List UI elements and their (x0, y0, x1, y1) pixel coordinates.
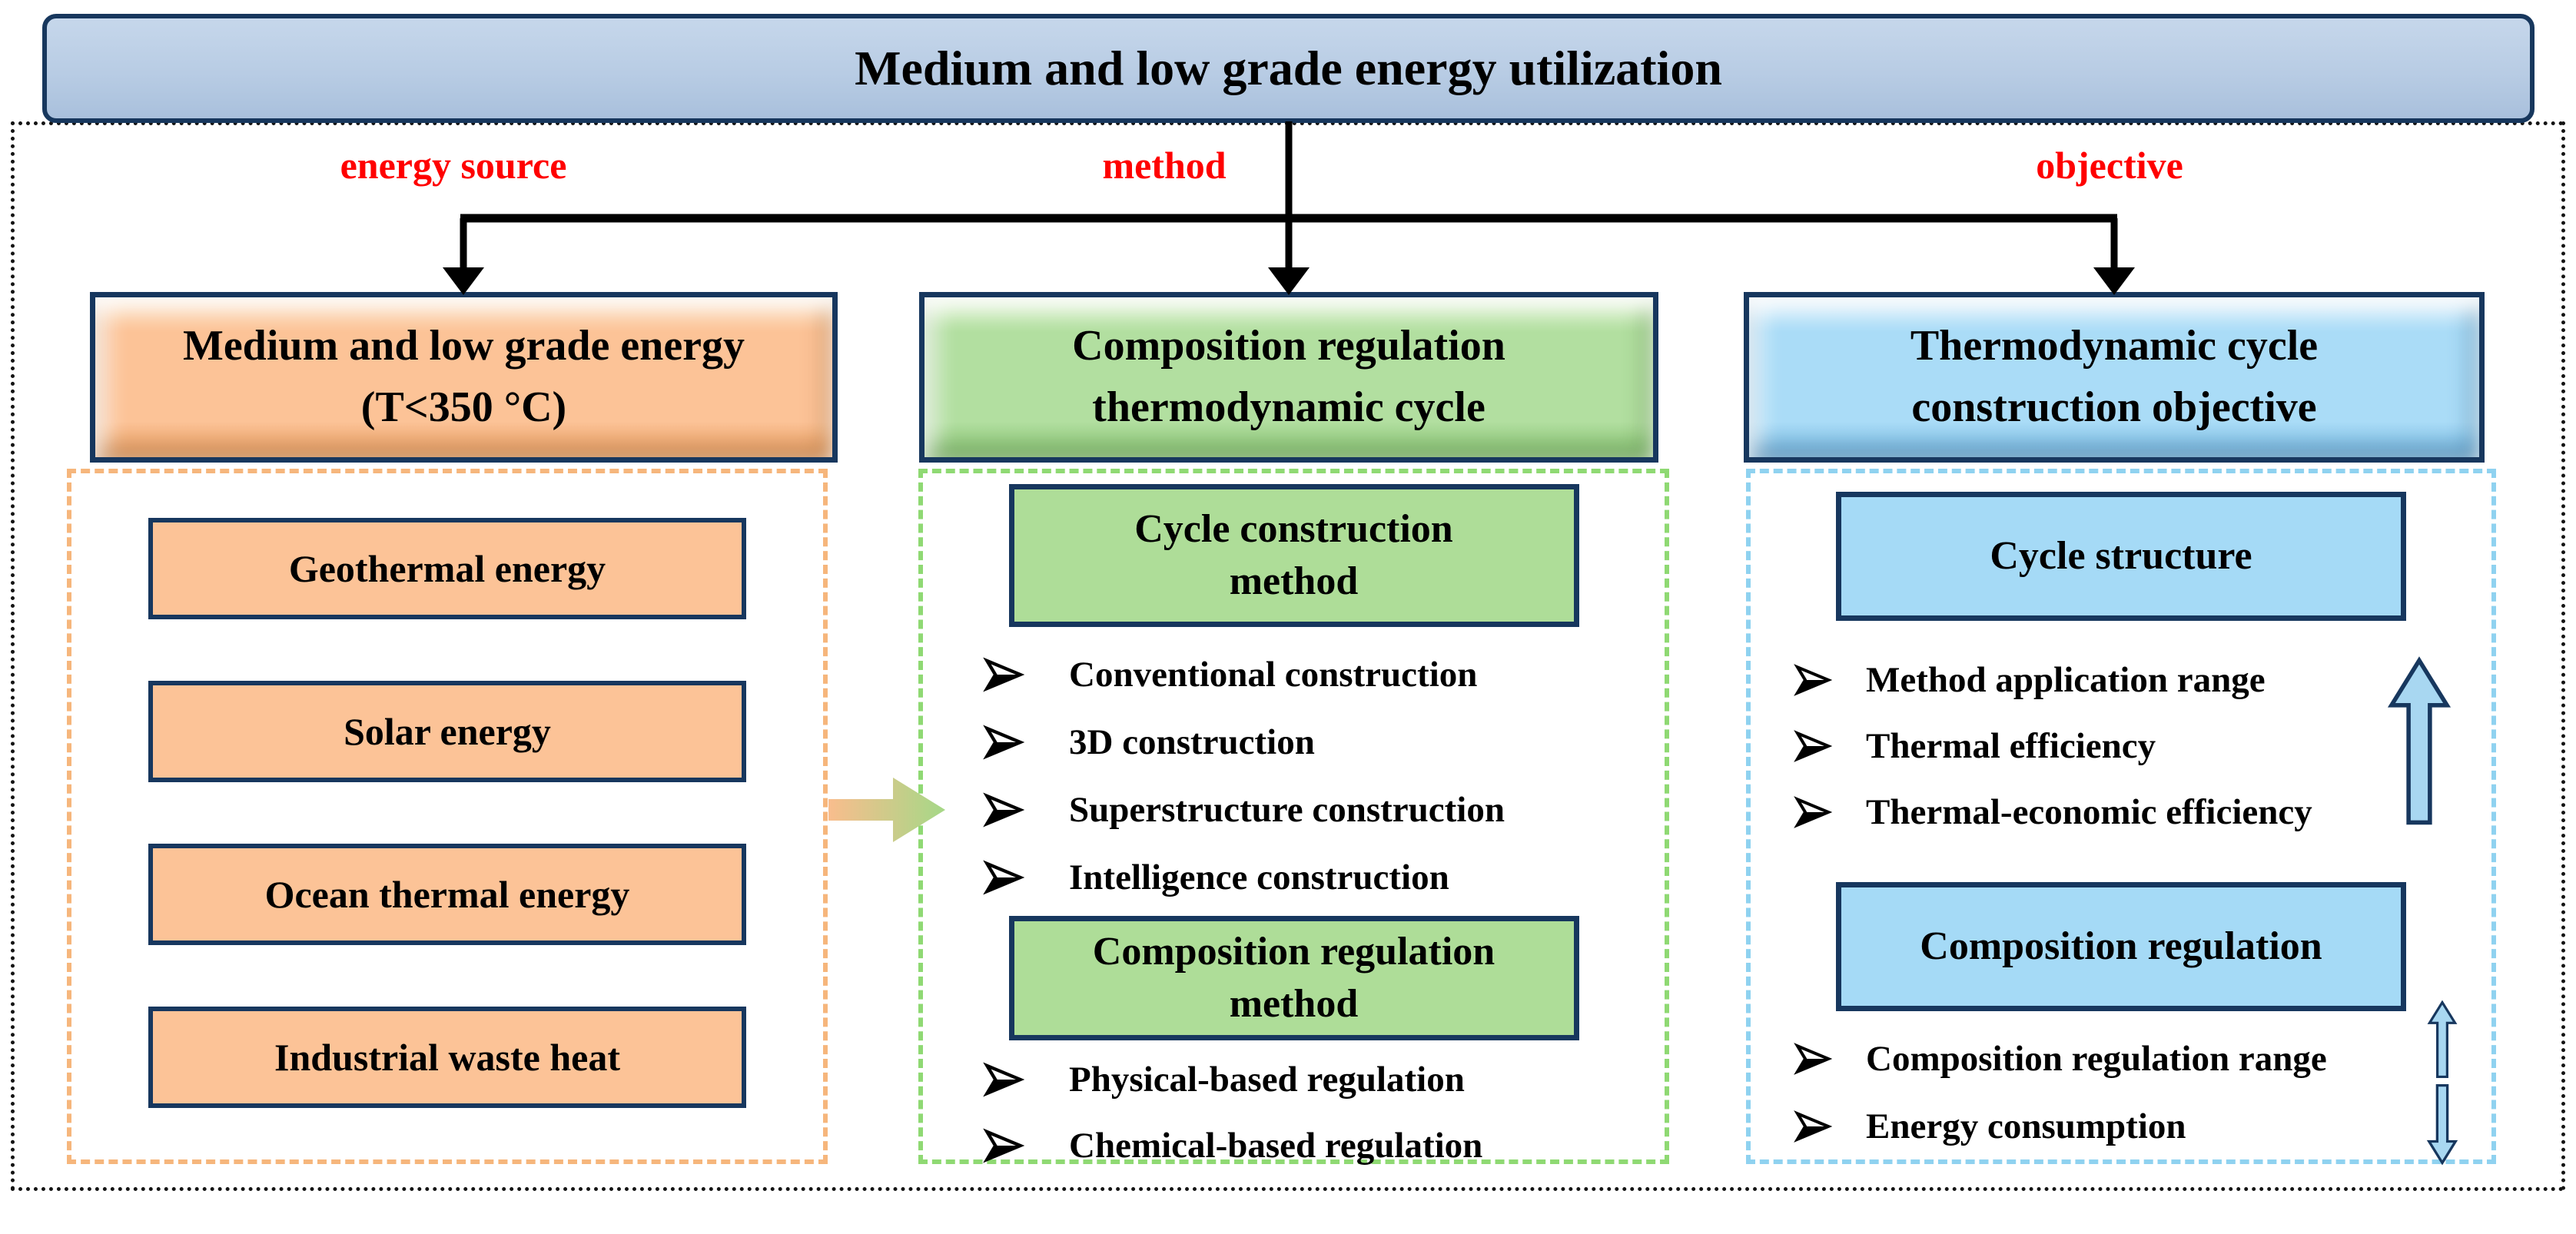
bullet-text: Thermal-economic efficiency (1866, 792, 2312, 832)
cycle-structure-bullet-list: Method application range Thermal efficie… (1751, 647, 2491, 845)
energy-source-item: Solar energy (148, 681, 746, 782)
bullet-text: Method application range (1866, 660, 2266, 700)
bullet-arrow-icon (1794, 1043, 1832, 1075)
energy-source-header-line2: (T<350 °C) (360, 383, 567, 431)
bullet-row: 3D construction (923, 708, 1665, 776)
bullet-text: Thermal efficiency (1866, 726, 2156, 766)
bullet-text: Intelligence construction (1069, 857, 1449, 897)
bullet-row: Chemical-based regulation (923, 1113, 1665, 1179)
diagram-title-bar: Medium and low grade energy utilization (42, 14, 2535, 123)
composition-regulation-heading-box: Composition regulation (1836, 882, 2406, 1011)
bullet-text: Composition regulation range (1866, 1039, 2327, 1079)
energy-source-item: Geothermal energy (148, 518, 746, 619)
method-header-line1: Composition regulation (1072, 322, 1505, 370)
method-header-box: Composition regulation thermodynamic cyc… (919, 292, 1658, 463)
heading-line: Composition regulation (1920, 924, 2322, 969)
branch-label-energy-source: energy source (340, 144, 567, 187)
objective-header-line2: construction objective (1911, 383, 2317, 431)
bullet-arrow-icon (983, 1062, 1024, 1097)
energy-source-header-box: Medium and low grade energy (T<350 °C) (90, 292, 838, 463)
bullet-row: Composition regulation range (1751, 1025, 2491, 1093)
heading-line: Cycle structure (1990, 534, 2252, 579)
energy-source-panel: Geothermal energy Solar energy Ocean the… (67, 469, 828, 1164)
bullet-text: Physical-based regulation (1069, 1060, 1465, 1100)
bullet-row: Physical-based regulation (923, 1047, 1665, 1113)
bullet-arrow-icon (983, 860, 1024, 895)
composition-regulation-method-heading-box: Composition regulation method (1008, 916, 1579, 1040)
composition-regulation-objective-bullet-list: Composition regulation range Energy cons… (1751, 1025, 2491, 1160)
bullet-text: Chemical-based regulation (1069, 1126, 1483, 1166)
objective-panel: Cycle structure Method application range… (1746, 469, 2496, 1165)
bullet-text: 3D construction (1069, 722, 1315, 762)
bullet-arrow-icon (1794, 1110, 1832, 1143)
up-arrow-icon (2387, 656, 2452, 825)
energy-source-item: Industrial waste heat (148, 1007, 746, 1108)
heading-line: method (1229, 982, 1359, 1026)
bullet-row: Thermal efficiency (1751, 713, 2491, 779)
heading-line: Composition regulation (1092, 930, 1495, 974)
bullet-arrow-icon (1794, 730, 1832, 762)
bullet-text: Superstructure construction (1069, 790, 1505, 830)
objective-header-box: Thermodynamic cycle construction objecti… (1744, 292, 2485, 463)
method-panel: Cycle construction method Conventional c… (918, 469, 1669, 1166)
heading-line: Cycle construction (1134, 507, 1453, 552)
bullet-row: Method application range (1751, 647, 2491, 713)
bullet-arrow-icon (983, 657, 1024, 692)
up-arrow-icon (2427, 1000, 2458, 1079)
bullet-row: Superstructure construction (923, 776, 1665, 844)
objective-header-line1: Thermodynamic cycle (1910, 322, 2319, 370)
bullet-arrow-icon (983, 1128, 1024, 1163)
bullet-text: Conventional construction (1069, 655, 1478, 695)
bullet-row: Conventional construction (923, 641, 1665, 708)
down-arrow-icon (2426, 1083, 2458, 1165)
energy-source-item: Ocean thermal energy (148, 844, 746, 945)
energy-source-header-line1: Medium and low grade energy (182, 322, 745, 370)
bullet-arrow-icon (1794, 664, 1832, 696)
cycle-structure-heading-box: Cycle structure (1836, 492, 2406, 621)
branch-label-method: method (1102, 144, 1227, 187)
bullet-row: Intelligence construction (923, 844, 1665, 911)
bullet-text: Energy consumption (1866, 1106, 2186, 1146)
heading-line: method (1229, 559, 1359, 603)
bullet-row: Energy consumption (1751, 1093, 2491, 1160)
branch-label-objective: objective (2036, 144, 2183, 187)
composition-regulation-bullet-list: Physical-based regulation Chemical-based… (923, 1047, 1665, 1179)
bullet-arrow-icon (1794, 796, 1832, 828)
bullet-row: Thermal-economic efficiency (1751, 779, 2491, 845)
method-header-line2: thermodynamic cycle (1092, 383, 1486, 431)
diagram-title: Medium and low grade energy utilization (855, 41, 1722, 95)
cycle-construction-method-heading-box: Cycle construction method (1008, 484, 1579, 627)
bullet-arrow-icon (983, 792, 1024, 828)
cycle-construction-bullet-list: Conventional construction 3D constructio… (923, 641, 1665, 911)
bullet-arrow-icon (983, 725, 1024, 760)
